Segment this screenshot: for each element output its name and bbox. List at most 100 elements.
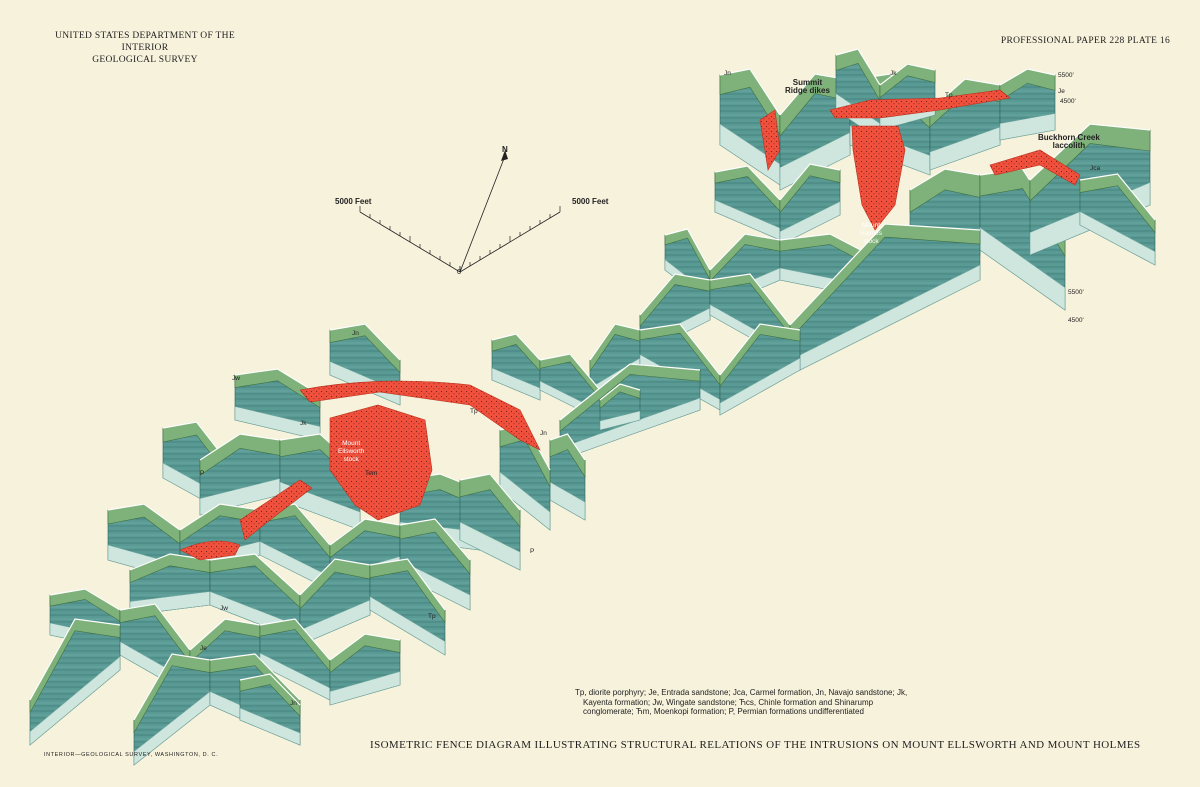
fence-panel (599, 410, 641, 431)
ground-surface-line (719, 68, 781, 116)
elevation-4500-bottom: 4500' (1068, 317, 1084, 324)
formation-tag: Jk (890, 70, 897, 77)
ground-surface-line (49, 588, 121, 611)
ground-surface-line (664, 228, 711, 271)
ground-surface-line (179, 503, 261, 531)
elevation-4500-top: 4500' (1060, 98, 1076, 105)
fence-panel (999, 113, 1056, 141)
ground-surface-line (133, 653, 211, 721)
ground-surface-line (709, 233, 781, 271)
ground-surface-line (589, 323, 641, 361)
holmes-sill (829, 89, 1011, 119)
mount-ellsworth-stock (329, 404, 433, 521)
ground-surface-line (835, 48, 881, 86)
formation-tag: Jw (220, 605, 228, 612)
ground-surface-line (234, 368, 321, 396)
ellsworth-sill (299, 380, 541, 451)
fence-panel (329, 671, 401, 706)
agency-line-1: UNITED STATES DEPARTMENT OF THE INTERIOR (55, 31, 235, 53)
imprint: INTERIOR—GEOLOGICAL SURVEY, WASHINGTON, … (44, 752, 219, 758)
intrusion-layer (179, 89, 1081, 561)
ground-surface-line (714, 165, 781, 201)
formation-tag: Jn (290, 700, 297, 707)
ground-surface-line (199, 433, 281, 461)
agency-header: UNITED STATES DEPARTMENT OF THE INTERIOR… (45, 30, 245, 66)
fence-panel (719, 357, 801, 416)
formation-tag: Je (1058, 88, 1065, 95)
formation-legend: Tp, diorite porphyry; Je, Entrada sandst… (575, 688, 908, 716)
formation-tag: Tem (365, 470, 378, 477)
elevation-5500-bottom: 5500' (1068, 289, 1084, 296)
ground-surface-line (491, 333, 541, 361)
ground-surface-line (909, 168, 981, 191)
ground-surface-line (259, 618, 331, 661)
ground-surface-line (209, 653, 301, 701)
formation-tag: Tp (428, 613, 436, 620)
ground-surface-line (599, 383, 641, 401)
north-arrow-shaft (459, 155, 506, 273)
ground-surface-line (709, 273, 791, 326)
ellsworth-dike (239, 479, 313, 541)
ground-surface-line (399, 518, 471, 561)
fence-panel (459, 521, 521, 571)
formation-tag: Jk (300, 420, 307, 427)
fence-panel (929, 126, 1001, 171)
formation-tag: Jn (352, 330, 359, 337)
north-arrow-icon (501, 150, 508, 161)
ground-surface-line (879, 63, 936, 86)
scale-right-label: 5000 Feet (572, 197, 609, 206)
north-label: N (502, 145, 508, 154)
summit-ridge-dike (759, 109, 781, 171)
ground-surface-line (369, 558, 446, 611)
fence-panel (239, 707, 301, 746)
ground-surface-line (299, 558, 371, 596)
formation-tag: Jca (1090, 165, 1101, 172)
ground-surface-line (539, 353, 601, 391)
formation-tag: Jw (232, 375, 240, 382)
formation-tag: P (200, 470, 205, 477)
ground-surface-line (639, 323, 721, 376)
ellsworth-sill-west (179, 540, 241, 561)
ground-surface-line (119, 603, 191, 651)
elevation-5500-top: 5500' (1058, 72, 1074, 79)
scale-left-label: 5000 Feet (335, 197, 372, 206)
scale-origin: 0 (457, 267, 462, 276)
plate-title: ISOMETRIC FENCE DIAGRAM ILLUSTRATING STR… (370, 739, 1141, 751)
formation-tag: Jn (724, 70, 731, 77)
mount-holmes-stock (851, 125, 906, 231)
ground-surface-line (1079, 173, 1156, 221)
ground-surface-line (779, 163, 841, 201)
ground-surface-line (999, 68, 1056, 86)
ground-surface-line (329, 323, 401, 361)
formation-tag: P (530, 548, 535, 555)
fence-panel (369, 595, 446, 656)
fence-panel (29, 655, 121, 746)
plate-number: PROFESSIONAL PAPER 228 PLATE 16 (1000, 36, 1170, 46)
ground-surface-line (789, 223, 981, 326)
ground-surface-line (209, 553, 301, 596)
agency-line-2: GEOLOGICAL SURVEY (92, 55, 198, 65)
fence-panel (1079, 211, 1156, 266)
ground-surface-line (239, 673, 301, 706)
formation-tag: Jn (540, 430, 547, 437)
ground-surface-line (107, 503, 181, 531)
fence-panel (779, 132, 851, 191)
ground-surface-line (549, 433, 586, 461)
ground-surface-line (29, 618, 121, 701)
ground-surface-line (559, 363, 701, 421)
formation-tag: Tp (945, 92, 953, 99)
ground-surface-line (719, 323, 801, 376)
fence-panel (499, 471, 551, 531)
ground-surface-line (329, 518, 401, 546)
formation-tag: Je (200, 645, 207, 652)
ground-surface-line (459, 473, 521, 511)
ground-surface-line (329, 633, 401, 661)
formation-tag: Tp (470, 408, 478, 415)
fence-panel (491, 367, 541, 401)
